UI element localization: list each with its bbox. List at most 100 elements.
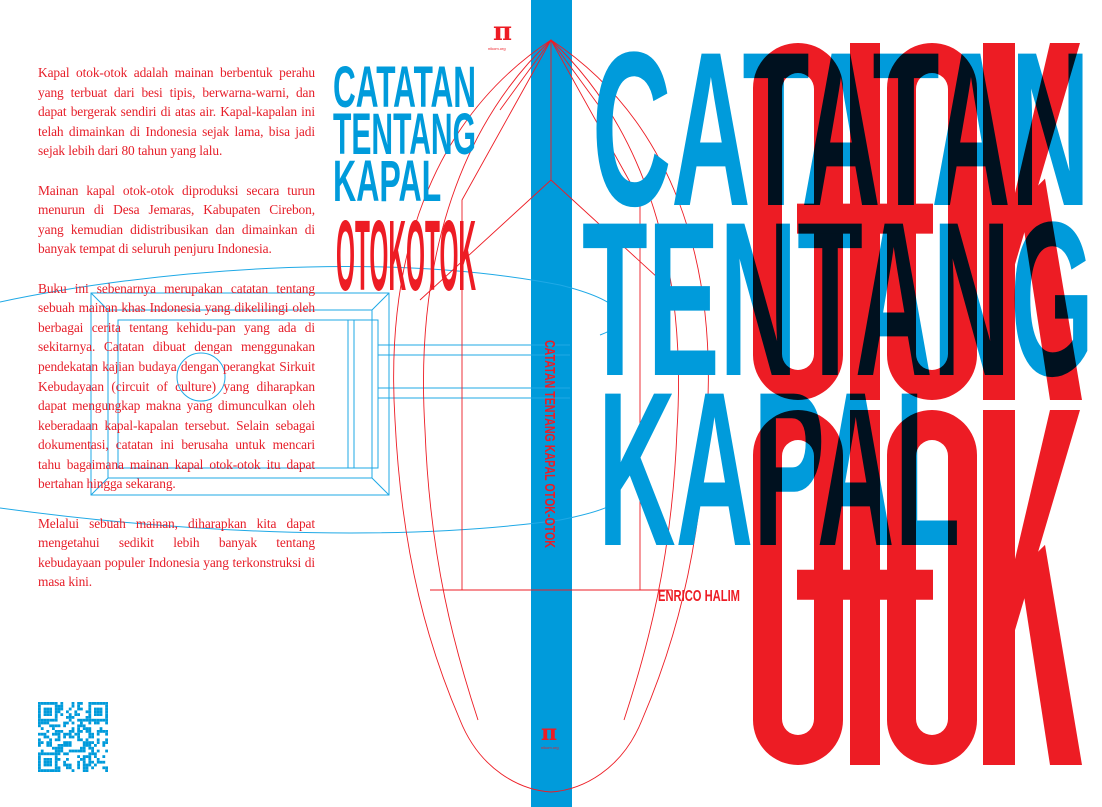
qr-module [63, 744, 66, 747]
back-title-line: CATATAN [333, 55, 477, 120]
qr-module [40, 718, 44, 722]
blurb-paragraph: Buku ini sebenarnya merupakan catatan te… [38, 280, 315, 492]
qr-module [68, 741, 72, 744]
qr-module [85, 769, 89, 772]
front-title-otok [753, 43, 1082, 400]
qr-module [38, 741, 41, 744]
qr-module [82, 769, 86, 772]
qr-module [105, 721, 108, 725]
qr-module [38, 763, 41, 767]
qr-module [46, 713, 50, 716]
qr-module [85, 718, 89, 722]
qr-module [40, 769, 44, 772]
qr-module [54, 716, 58, 719]
qr-module [66, 716, 69, 719]
qr-module [54, 702, 58, 705]
qr-module [60, 744, 64, 747]
qr-module [82, 766, 86, 770]
qr-module [80, 730, 83, 733]
qr-module [105, 713, 108, 716]
qr-module [71, 702, 75, 705]
qr-module [52, 746, 55, 750]
qr-module [43, 758, 47, 761]
qr-module [94, 710, 97, 714]
qr-module [57, 730, 61, 733]
publisher-logo: π nikom.org [488, 17, 512, 51]
qr-module [77, 763, 80, 767]
qr-module [88, 718, 92, 722]
author-name: ENRICO HALIM [658, 588, 740, 605]
letter-k-stem [983, 410, 1015, 765]
qr-module [46, 763, 50, 767]
qr-module [57, 707, 61, 711]
qr-module [96, 713, 100, 716]
qr-module [99, 702, 103, 705]
qr-module [88, 732, 92, 736]
qr-module [88, 704, 92, 708]
qr-module [91, 749, 94, 753]
qr-module [82, 741, 86, 744]
qr-module [68, 716, 72, 719]
qr-module [82, 755, 86, 758]
qr-module [66, 758, 69, 761]
qr-module [88, 735, 92, 739]
qr-module [54, 746, 58, 750]
qr-module [85, 710, 89, 714]
back-title-otok: OTOKOTOK [336, 200, 477, 312]
qr-module [60, 746, 64, 750]
qr-module [66, 744, 69, 747]
qr-module [46, 744, 50, 747]
qr-module [71, 721, 75, 725]
qr-module [82, 760, 86, 764]
qr-module [57, 746, 61, 750]
qr-module [46, 710, 50, 714]
qr-module [80, 749, 83, 753]
qr-module [57, 769, 61, 772]
qr-module [88, 707, 92, 711]
qr-module [66, 721, 69, 725]
qr-module [91, 766, 94, 770]
qr-module [63, 735, 66, 739]
qr-module [49, 760, 52, 764]
qr-module [49, 752, 52, 756]
qr-module [54, 752, 58, 756]
blurb-paragraph: Mainan kapal otok-otok diproduksi secara… [38, 182, 315, 257]
qr-module [60, 702, 64, 705]
qr-module [38, 752, 41, 756]
qr-module [96, 710, 100, 714]
qr-module [46, 721, 50, 725]
qr-module [88, 713, 92, 716]
qr-module [96, 749, 100, 753]
qr-module [43, 735, 47, 739]
qr-module [54, 730, 58, 733]
qr-module [46, 730, 50, 733]
spine-background [531, 0, 572, 807]
front-title-otok [753, 410, 1082, 765]
qr-module [38, 710, 41, 714]
qr-module [88, 746, 92, 750]
logo-caption: nikom.org [541, 745, 559, 750]
qr-module [60, 707, 64, 711]
qr-module [88, 730, 92, 733]
qr-module [68, 735, 72, 739]
qr-module [91, 741, 94, 744]
qr-module [40, 702, 44, 705]
qr-module [105, 718, 108, 722]
qr-module [102, 755, 106, 758]
qr-module [57, 752, 61, 756]
qr-module [49, 724, 52, 728]
qr-module [105, 766, 108, 770]
qr-module [57, 735, 61, 739]
qr-module [38, 702, 41, 705]
qr-module [77, 704, 80, 708]
qr-module [54, 713, 58, 716]
qr-module [105, 710, 108, 714]
qr-module [49, 758, 52, 761]
blurb-paragraph: Kapal otok-otok adalah mainan berbentuk … [38, 65, 315, 159]
pi-logo-icon: π [541, 720, 557, 746]
qr-module [77, 735, 80, 739]
qr-module [80, 758, 83, 761]
qr-module [82, 727, 86, 730]
qr-module [77, 749, 80, 753]
